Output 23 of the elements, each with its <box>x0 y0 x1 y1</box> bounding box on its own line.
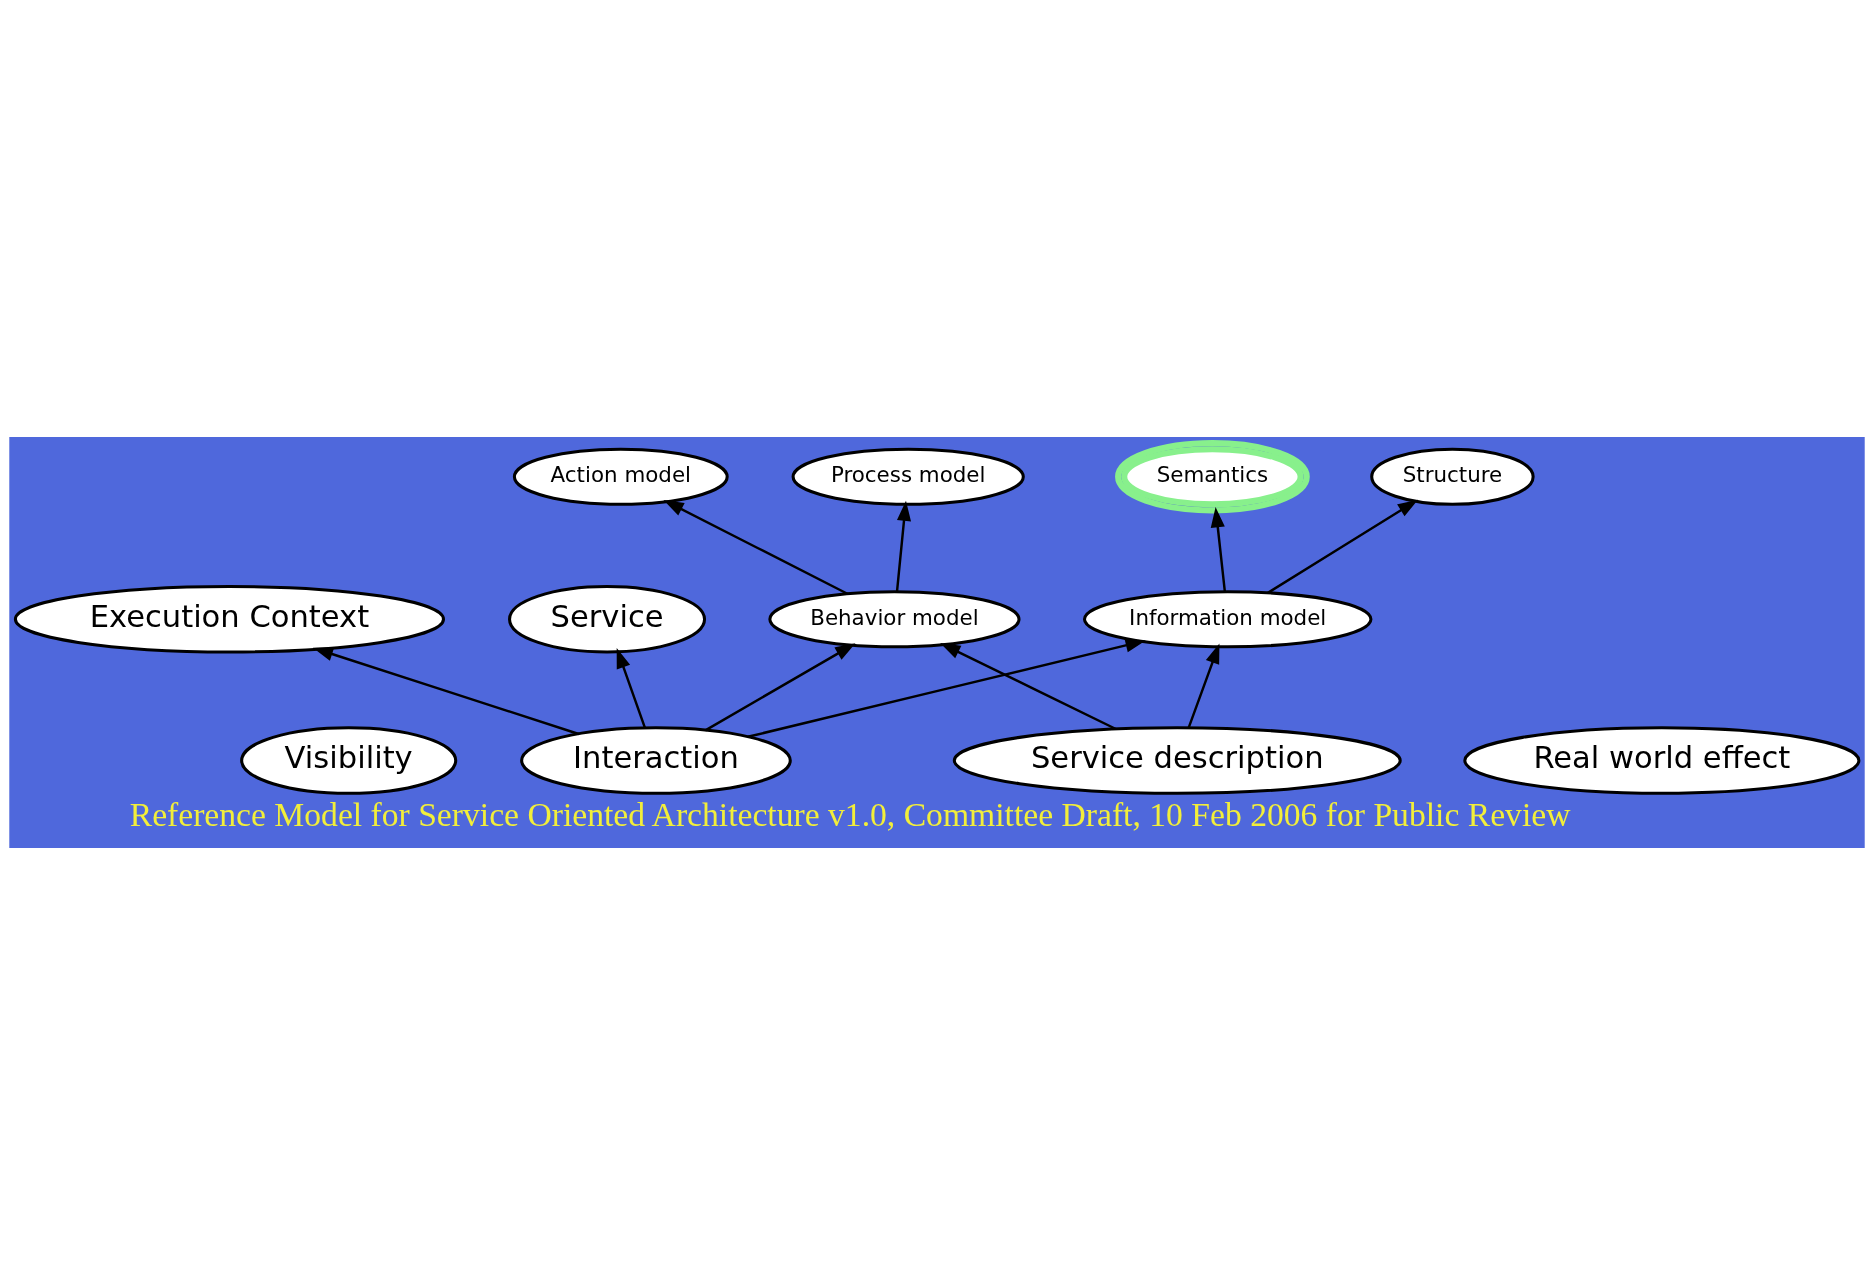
arrow <box>940 642 1117 730</box>
arrow <box>663 499 848 595</box>
node-ellipse: Service <box>508 584 707 654</box>
arrow <box>1267 499 1418 594</box>
node-ellipse: Interaction <box>520 725 792 795</box>
node-ellipse: Process model <box>791 447 1025 506</box>
arrow <box>704 642 856 731</box>
node-ellipse: Semantics <box>1115 439 1310 513</box>
node-ellipse: Service description <box>952 725 1402 795</box>
caption: Reference Model for Service Oriented Architecture v1.0, Committee Draft, 10 Feb 2006 for Public Review <box>129 795 1571 833</box>
arrow <box>616 647 646 728</box>
node-ellipse: Behavior model <box>768 589 1021 648</box>
node-ellipse: Real world effect <box>1463 725 1861 795</box>
node-ellipse: Action model <box>512 447 729 506</box>
node-ellipse: Structure <box>1370 447 1535 506</box>
node-ellipse: Visibility <box>240 725 458 795</box>
node-ellipse: Information model <box>1082 589 1373 648</box>
arrow <box>1210 506 1227 592</box>
arrow <box>895 500 912 592</box>
node-ellipse: Execution Context <box>13 584 445 654</box>
arrow <box>312 646 580 735</box>
arrow <box>747 637 1146 738</box>
arrow <box>1187 642 1220 728</box>
